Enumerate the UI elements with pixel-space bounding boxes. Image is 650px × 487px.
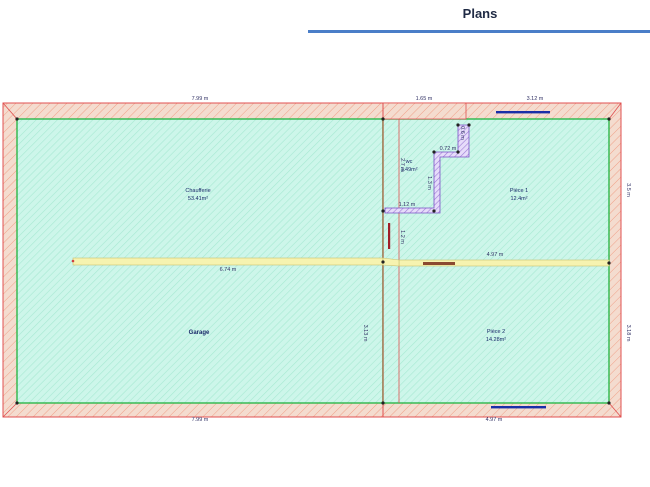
room-chaufferie-area: 53.41m²	[188, 196, 208, 202]
title-underline	[308, 30, 650, 33]
room-garage-name: Garage	[189, 330, 210, 336]
dim-stair-12: 1.2 m	[399, 230, 405, 244]
door-vertical	[388, 223, 391, 249]
dim-stair-112: 1.12 m	[399, 202, 416, 208]
dim-right-top: 3.5 m	[625, 183, 631, 197]
dim-stair-06: 0.6 m	[459, 126, 465, 140]
dim-stair-side: 2.7 m	[399, 158, 405, 172]
window-bottom	[491, 406, 546, 409]
dim-bottom-right: 4.97 m	[486, 417, 503, 423]
dim-stair-072: 0.72 m	[440, 146, 457, 152]
stair	[384, 124, 470, 214]
dim-top-left: 7.99 m	[192, 96, 209, 102]
door-horizontal	[423, 262, 455, 265]
room-piece2-name: Pièce 2	[487, 329, 505, 335]
dim-stair-13: 1.3 m	[426, 176, 432, 190]
room-wc-area: 1.49m²	[400, 167, 417, 173]
room-piece1-name: Pièce 1	[510, 188, 528, 194]
dim-bottom-left: 7.99 m	[192, 417, 209, 423]
dim-partition: 3.13 m	[362, 325, 368, 342]
room-piece1-area: 12.4m²	[510, 196, 527, 202]
room-wc-name: wc	[405, 159, 413, 165]
room-piece2-area: 14.28m²	[486, 337, 506, 343]
window-top	[496, 111, 550, 114]
room-chaufferie-name: Chaufferie	[185, 188, 210, 194]
dim-corridor: 6.74 m	[220, 267, 237, 273]
dim-top-window: 3.12 m	[527, 96, 544, 102]
dim-right-bottom: 3.18 m	[625, 325, 631, 342]
dim-top-mid: 1.65 m	[416, 96, 433, 102]
dim-right-hall: 4.97 m	[487, 252, 504, 258]
corridor-left	[72, 257, 384, 266]
page-title: Plans	[462, 6, 498, 21]
